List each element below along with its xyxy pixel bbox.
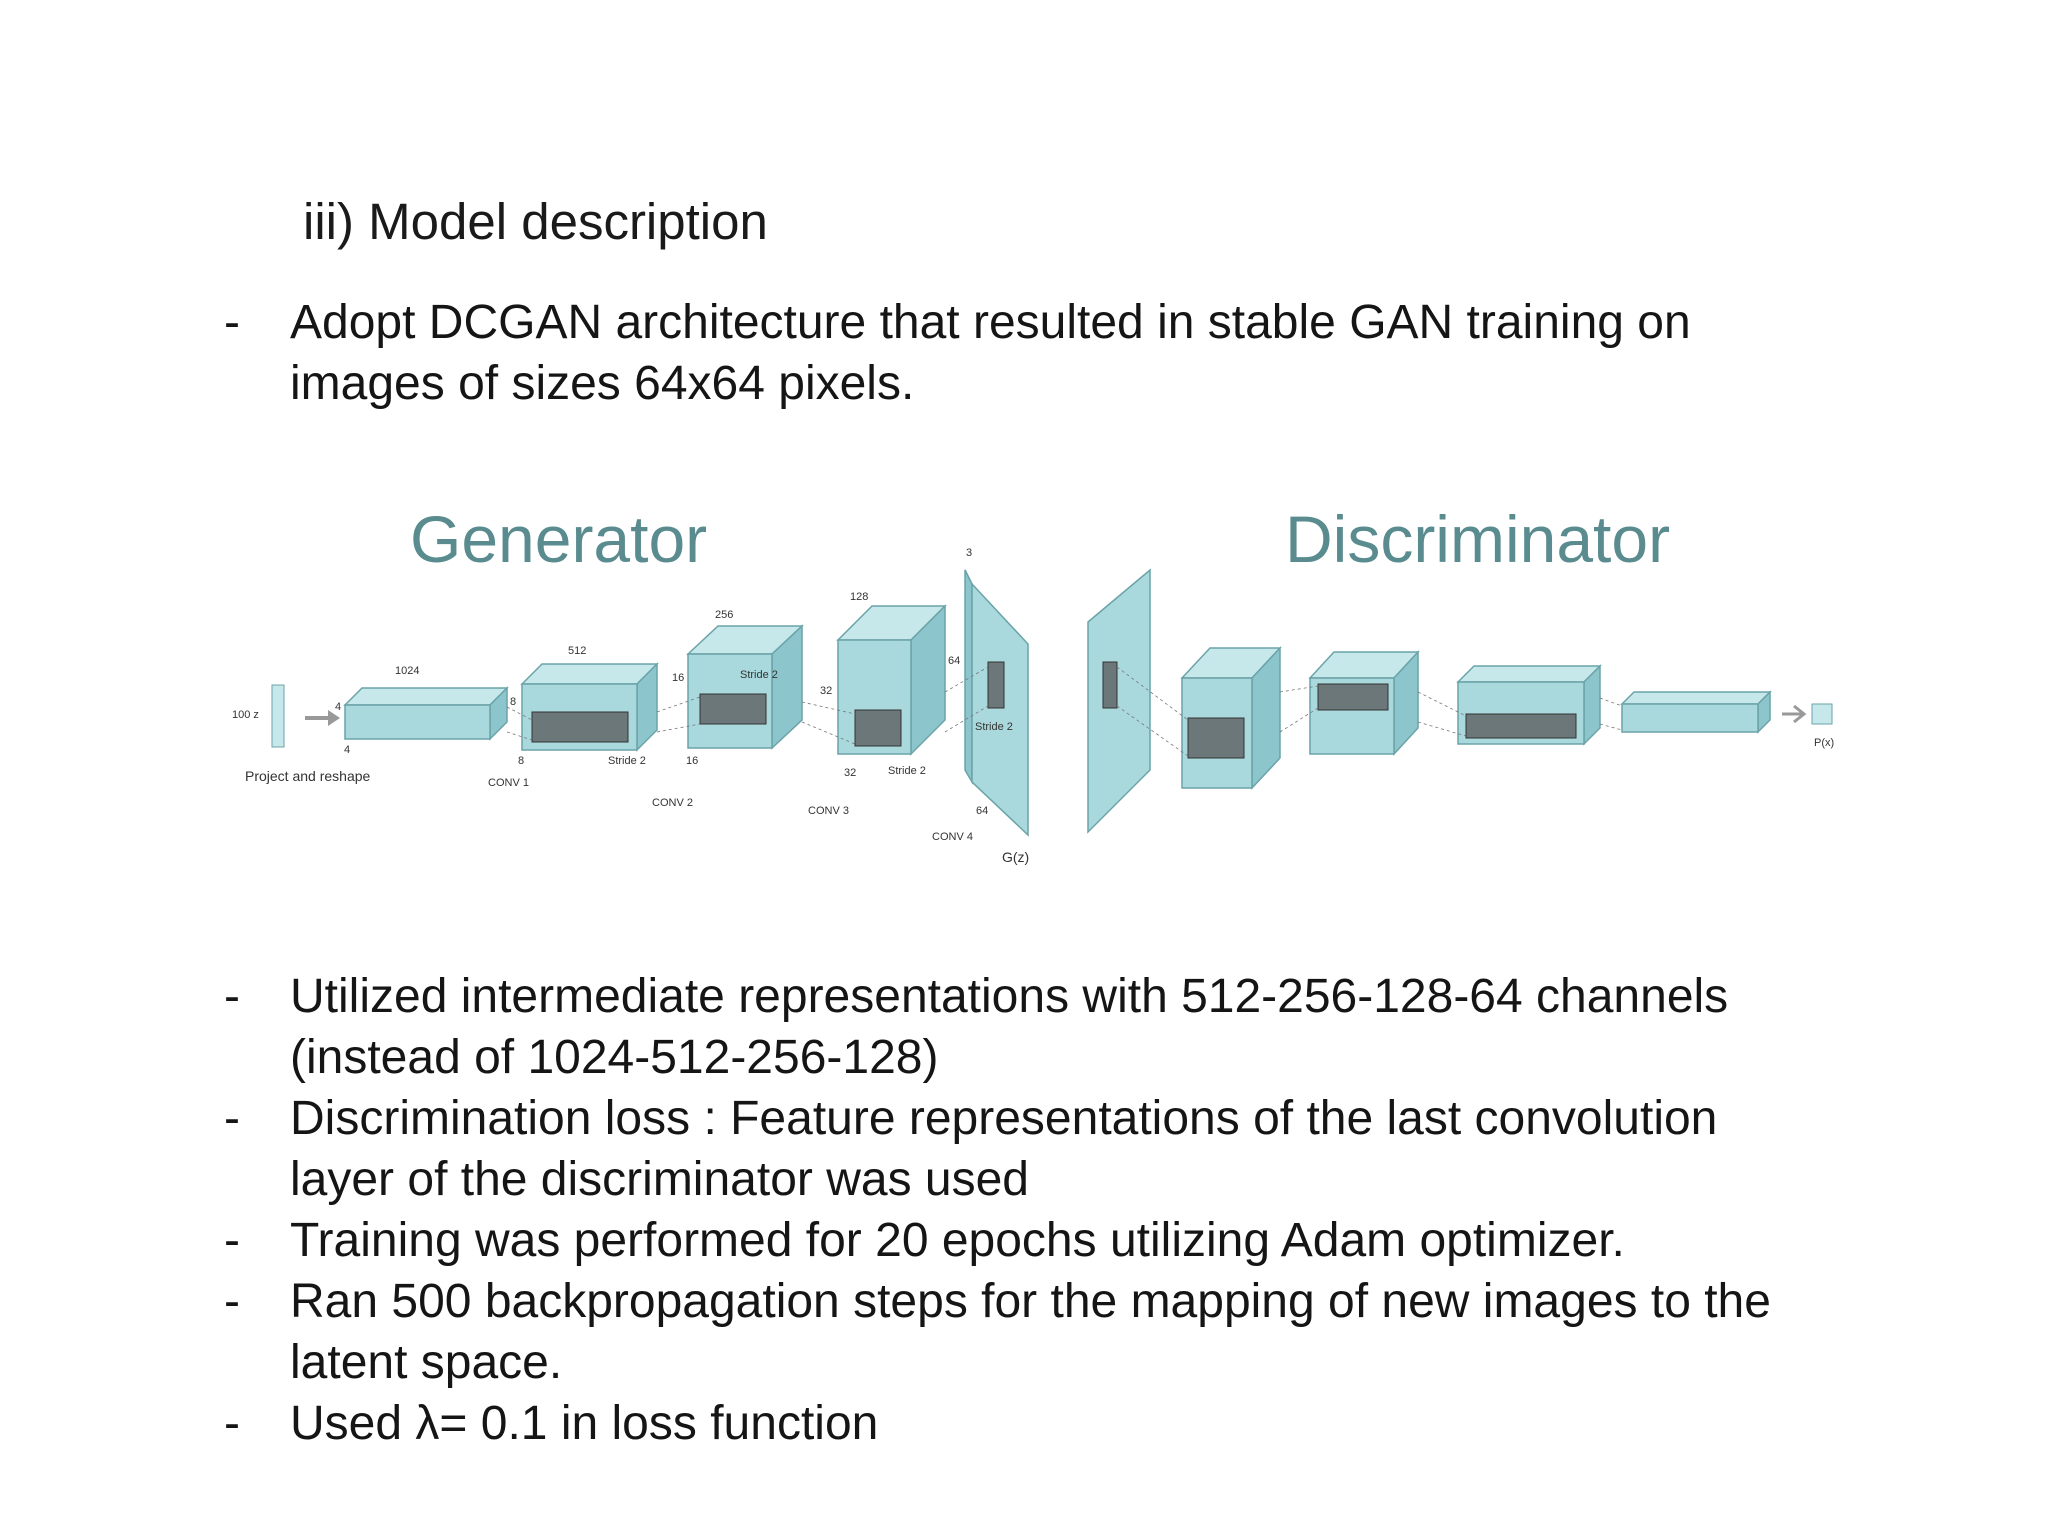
prob-label: P(x) bbox=[1814, 737, 1834, 749]
bullet-marker: - bbox=[224, 1092, 240, 1145]
discriminator-title: Discriminator bbox=[1285, 502, 1670, 576]
bullet-line: Discrimination loss : Feature representa… bbox=[290, 1092, 1718, 1145]
bullet-training: - Training was performed for 20 epochs u… bbox=[220, 1210, 1920, 1271]
bullet-backprop: - Ran 500 backpropagation steps for the … bbox=[220, 1271, 1920, 1393]
bullet-line: latent space. bbox=[290, 1336, 563, 1389]
bullet-discrimination-loss: - Discrimination loss : Feature represen… bbox=[220, 1088, 1920, 1210]
gen-block-1024: 1024 4 4 bbox=[335, 665, 509, 756]
gen-block-512: 512 8 8 Stride 2 CONV 1 bbox=[488, 645, 659, 789]
bullet-line: Utilized intermediate representations wi… bbox=[290, 970, 1729, 1023]
dim-1024: 1024 bbox=[395, 665, 419, 677]
bullet-line: Adopt DCGAN architecture that resulted i… bbox=[290, 296, 1691, 349]
gen-block-128: 128 32 32 Stride 2 CONV 3 bbox=[808, 591, 947, 817]
dim-8: 8 bbox=[510, 696, 516, 708]
bullet-line: images of sizes 64x64 pixels. bbox=[290, 357, 915, 410]
conv1-label: CONV 1 bbox=[488, 777, 529, 789]
bullet-marker: - bbox=[224, 1275, 240, 1328]
bullet-dcgan: - Adopt DCGAN architecture that resulted… bbox=[220, 292, 1920, 414]
gz-label: G(z) bbox=[1002, 849, 1029, 865]
gen-block-256: 256 16 16 Stride 2 CONV 2 bbox=[652, 609, 804, 809]
dim-32: 32 bbox=[820, 685, 832, 697]
dim-16: 16 bbox=[686, 755, 698, 767]
dim-3: 3 bbox=[966, 547, 972, 559]
bullet-line: Ran 500 backpropagation steps for the ma… bbox=[290, 1275, 1771, 1328]
detail-bullet-list: - Utilized intermediate representations … bbox=[220, 966, 1920, 1454]
dim-4: 4 bbox=[335, 701, 341, 713]
bullet-lambda: - Used λ= 0.1 in loss function bbox=[220, 1393, 1920, 1454]
conv4-label: CONV 4 bbox=[932, 831, 973, 843]
disc-output-unit bbox=[1811, 703, 1833, 725]
dim-128: 128 bbox=[850, 591, 868, 603]
dim-256: 256 bbox=[715, 609, 733, 621]
bullet-marker: - bbox=[224, 1214, 240, 1267]
stride-label: Stride 2 bbox=[740, 669, 778, 681]
dim-512: 512 bbox=[568, 645, 586, 657]
bullet-line: layer of the discriminator was used bbox=[290, 1153, 1029, 1206]
generator-title: Generator bbox=[410, 502, 707, 576]
input-z-label: 100 z bbox=[232, 709, 259, 721]
dim-8: 8 bbox=[518, 755, 524, 767]
bullet-marker: - bbox=[224, 296, 240, 349]
conv2-label: CONV 2 bbox=[652, 797, 693, 809]
dim-32: 32 bbox=[844, 767, 856, 779]
bullet-line: Used λ= 0.1 in loss function bbox=[290, 1397, 879, 1450]
bullet-marker: - bbox=[224, 970, 240, 1023]
layer-connections bbox=[506, 666, 1623, 757]
project-reshape-label: Project and reshape bbox=[245, 768, 371, 784]
bullet-channels: - Utilized intermediate representations … bbox=[220, 966, 1920, 1088]
disc-input-image bbox=[1087, 568, 1151, 834]
section-heading: iii) Model description bbox=[303, 193, 768, 250]
stride-label: Stride 2 bbox=[608, 755, 646, 767]
arrow-icon bbox=[305, 710, 340, 726]
dim-16: 16 bbox=[672, 672, 684, 684]
stride-label: Stride 2 bbox=[888, 765, 926, 777]
intro-bullet-list: - Adopt DCGAN architecture that resulted… bbox=[220, 292, 1920, 414]
disc-block-3 bbox=[1456, 664, 1602, 746]
stride-label: Stride 2 bbox=[975, 721, 1013, 733]
bullet-marker: - bbox=[224, 1397, 240, 1450]
figure-background bbox=[210, 492, 1880, 882]
input-z-vector bbox=[271, 684, 285, 748]
output-arrow-icon bbox=[1782, 704, 1807, 724]
disc-block-4 bbox=[1620, 690, 1772, 734]
conv3-label: CONV 3 bbox=[808, 805, 849, 817]
dim-4: 4 bbox=[344, 744, 350, 756]
disc-block-2 bbox=[1308, 650, 1420, 756]
dim-64: 64 bbox=[976, 805, 988, 817]
bullet-line: (instead of 1024-512-256-128) bbox=[290, 1031, 939, 1084]
bullet-line: Training was performed for 20 epochs uti… bbox=[290, 1214, 1625, 1267]
dcgan-architecture-figure: Generator Discriminator 100 z Project an… bbox=[210, 492, 1880, 882]
disc-block-1 bbox=[1180, 646, 1282, 790]
dim-64: 64 bbox=[948, 655, 960, 667]
architecture-diagram: Generator Discriminator 100 z Project an… bbox=[210, 492, 1880, 882]
